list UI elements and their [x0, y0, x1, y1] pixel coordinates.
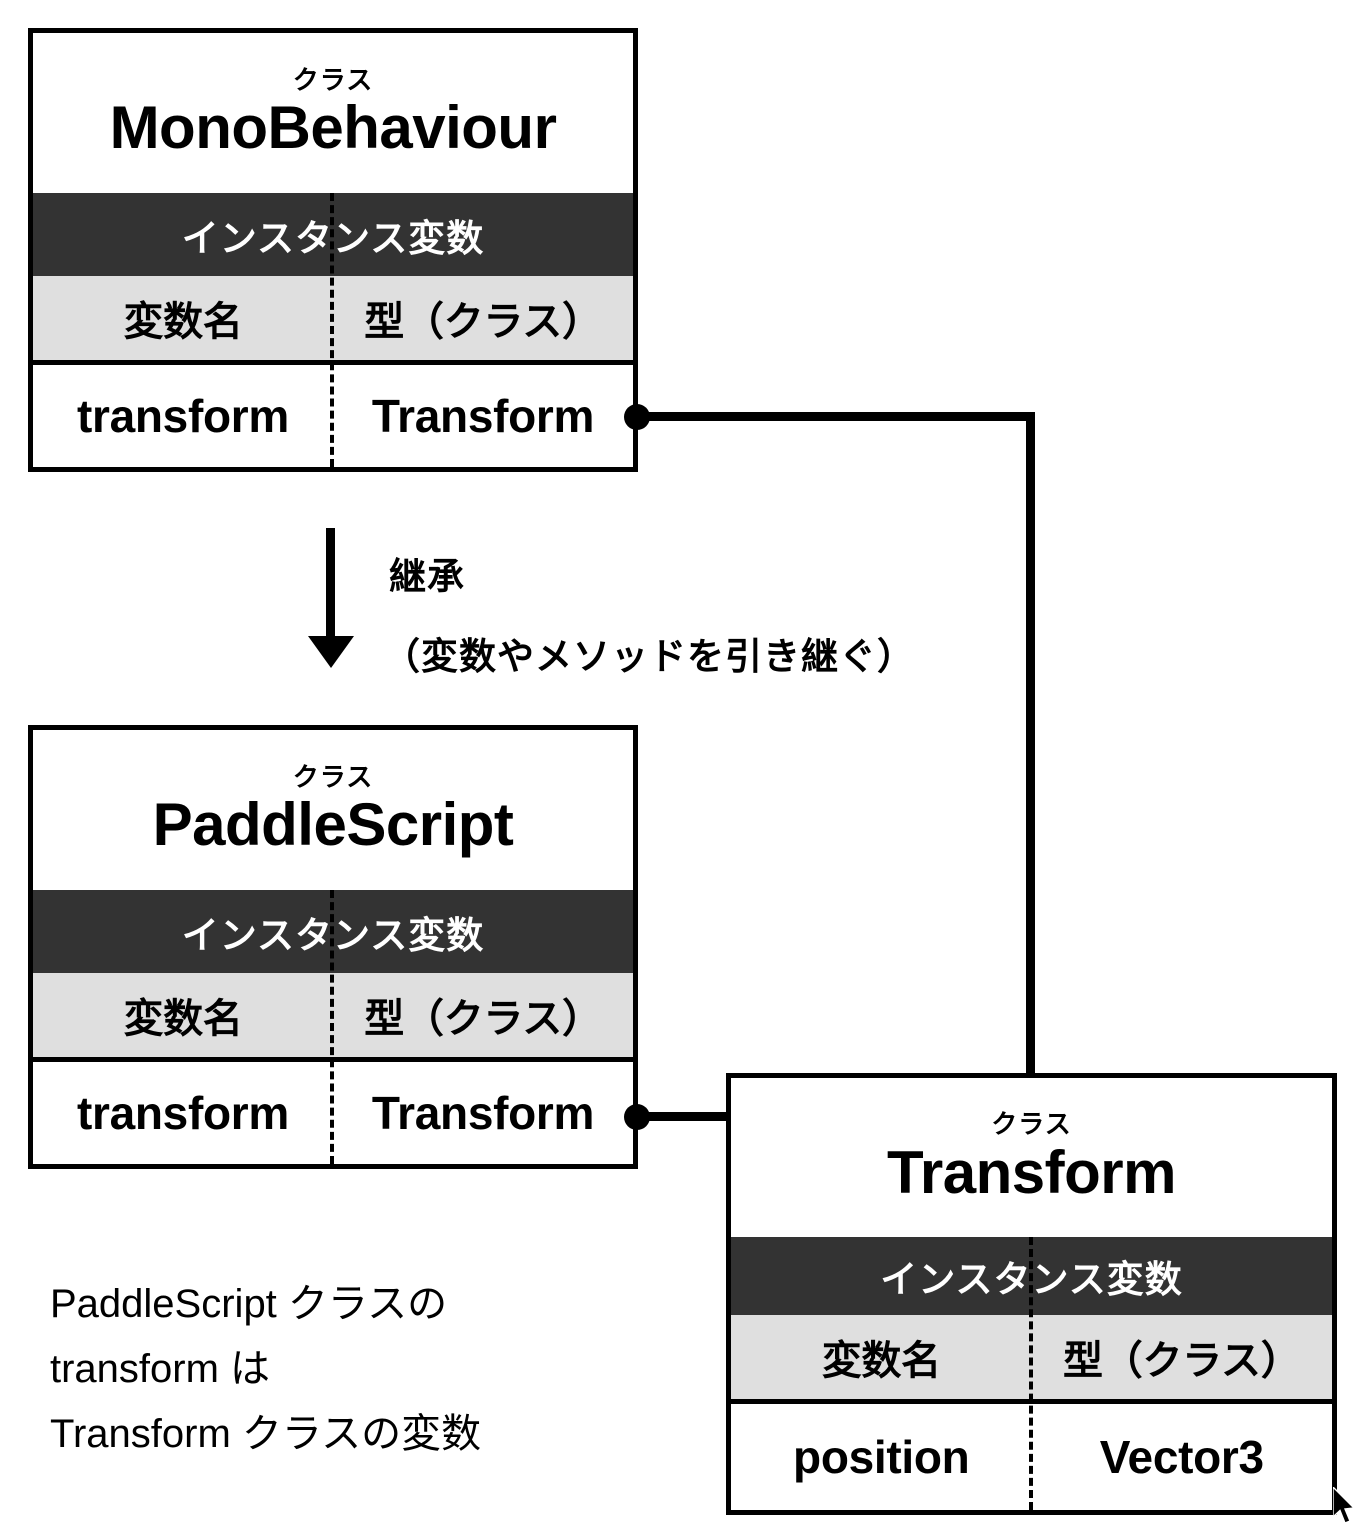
inheritance-arrow-head	[308, 636, 354, 668]
class-name-label: Transform	[887, 1138, 1176, 1206]
class-box-header-transform: クラス Transform	[731, 1078, 1332, 1237]
class-name-label: MonoBehaviour	[109, 94, 557, 162]
column-divider-dashed	[330, 193, 334, 467]
column-header-variable-name: 変数名	[821, 1339, 941, 1383]
caption-line-3: Transform クラスの変数	[50, 1411, 482, 1456]
association-line-monobehaviour-horizontal	[637, 412, 1035, 421]
cell-variable-name: transform	[76, 390, 289, 442]
explanatory-caption: PaddleScript クラスの transform は Transform …	[50, 1272, 481, 1466]
class-stereotype-label: クラス	[292, 761, 374, 792]
class-box-header-monobehaviour: クラス MonoBehaviour	[33, 33, 633, 193]
column-divider-dashed	[330, 890, 334, 1164]
class-box-header-paddlescript: クラス PaddleScript	[33, 730, 633, 890]
class-box-paddlescript[interactable]: クラス PaddleScript インスタンス変数 変数名 型（クラス） tra…	[28, 725, 638, 1169]
inheritance-arrow-shaft	[326, 528, 335, 640]
cell-type-class: Vector3	[1099, 1431, 1264, 1483]
inheritance-label-primary: 継承	[389, 556, 465, 597]
mouse-cursor-arrow-pointer	[1332, 1485, 1359, 1532]
column-header-row: 変数名 型（クラス）	[33, 276, 633, 360]
cell-type-class: Transform	[371, 1087, 595, 1139]
caption-line-2: transform は	[50, 1346, 271, 1391]
inheritance-label-detail: （変数やメソッドを引き継ぐ）	[383, 636, 915, 677]
cell-variable-name: position	[793, 1431, 970, 1483]
class-box-monobehaviour[interactable]: クラス MonoBehaviour インスタンス変数 変数名 型（クラス） tr…	[28, 28, 638, 472]
cell-type-class: Transform	[371, 390, 595, 442]
cell-variable-name: transform	[76, 1087, 289, 1139]
column-header-type-class: 型（クラス）	[364, 300, 602, 344]
column-header-variable-name: 変数名	[123, 997, 243, 1041]
class-stereotype-label: クラス	[991, 1109, 1072, 1140]
association-line-monobehaviour-vertical	[1026, 412, 1035, 1077]
column-header-type-class: 型（クラス）	[364, 997, 602, 1041]
column-header-variable-name: 変数名	[123, 300, 243, 344]
class-stereotype-label: クラス	[292, 64, 374, 95]
association-line-paddlescript-horizontal	[637, 1112, 730, 1121]
class-box-transform[interactable]: クラス Transform インスタンス変数 変数名 型（クラス） positi…	[726, 1073, 1337, 1515]
column-divider-dashed	[1029, 1237, 1033, 1510]
caption-line-1: PaddleScript クラスの	[50, 1282, 448, 1326]
class-name-label: PaddleScript	[152, 791, 514, 859]
column-header-type-class: 型（クラス）	[1063, 1339, 1301, 1383]
